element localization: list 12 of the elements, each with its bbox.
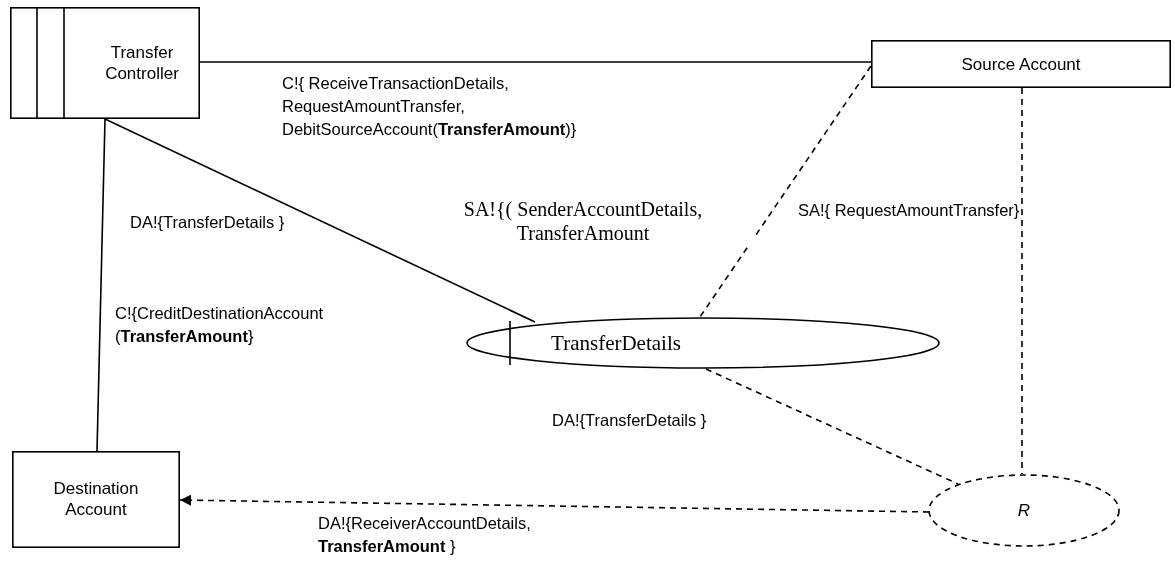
connector-line xyxy=(705,368,959,485)
node-label: Destination Account xyxy=(52,478,140,521)
node-label: Transfer Controller xyxy=(104,41,180,84)
node-label: Source Account xyxy=(960,53,1082,75)
node-label: TransferDetails xyxy=(550,330,682,357)
arrow xyxy=(179,494,930,513)
connector-line xyxy=(699,65,872,318)
connector-line xyxy=(199,61,872,63)
connector-line xyxy=(104,118,536,323)
node-label: R xyxy=(1016,500,1032,522)
connector-line xyxy=(1021,87,1023,475)
connector-line xyxy=(96,118,106,452)
